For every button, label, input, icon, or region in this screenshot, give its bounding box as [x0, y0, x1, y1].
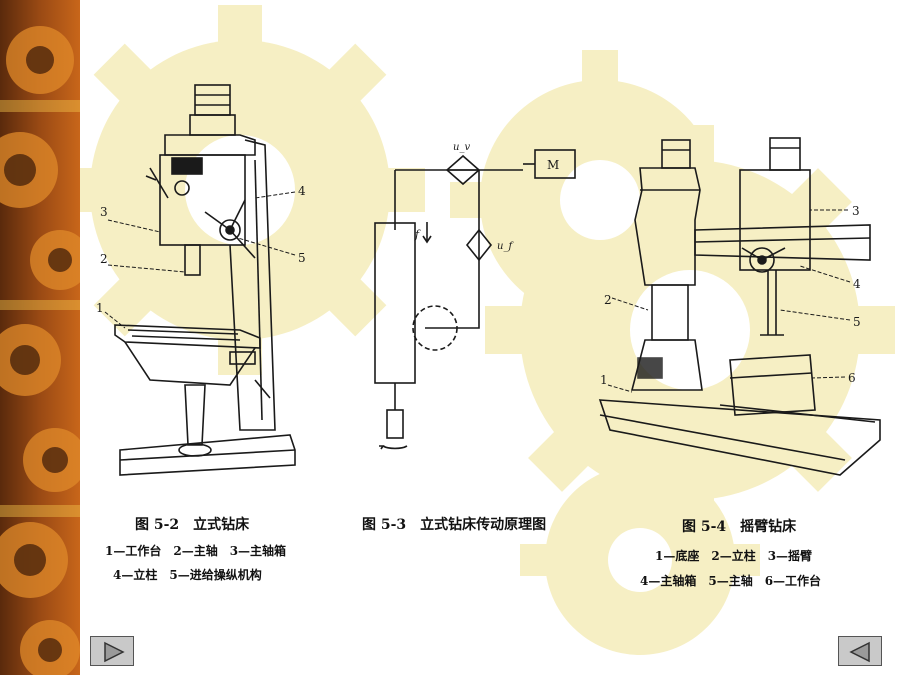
motor-label: M — [547, 158, 559, 172]
callout-1: 1 — [96, 301, 104, 315]
callout-4: 4 — [298, 184, 306, 198]
figure-5-4-title: 图 5-4 摇臂钻床 — [682, 519, 797, 535]
decorative-sidebar — [0, 0, 80, 675]
feed-label: f — [414, 228, 421, 241]
feed-chain-label: u_f — [497, 241, 514, 252]
figure-5-2-legend-line-2: 4—立柱 5—进给操纵机构 — [113, 568, 262, 582]
vertical-drill-press-diagram: 3 2 1 4 5 — [96, 84, 306, 476]
next-slide-button[interactable] — [90, 636, 134, 666]
callout-5: 5 — [853, 315, 861, 329]
figure-5-2-legend-line-1: 1—工作台 2—主轴 3—主轴箱 — [105, 544, 287, 558]
callout-3: 3 — [852, 204, 860, 218]
callout-1: 1 — [600, 373, 608, 387]
transmission-schematic-diagram: M u_v u_f f — [374, 142, 576, 450]
callout-3: 3 — [100, 205, 108, 219]
callout-5: 5 — [298, 251, 306, 265]
previous-slide-button[interactable] — [838, 636, 882, 666]
callout-2: 2 — [100, 252, 108, 266]
callout-6: 6 — [848, 371, 856, 385]
figure-5-4-legend-line-2: 4—主轴箱 5—主轴 6—工作台 — [640, 574, 822, 588]
triangle-right-icon — [104, 641, 125, 663]
speed-chain-label: u_v — [453, 142, 470, 153]
gear-watermark — [80, 5, 895, 655]
figure-5-2-title: 图 5-2 立式钻床 — [135, 517, 250, 533]
radial-drill-press-diagram: 2 1 3 4 5 6 — [598, 137, 881, 476]
callout-2: 2 — [604, 293, 612, 307]
triangle-left-icon — [849, 641, 870, 663]
figure-5-3-title: 图 5-3 立式钻床传动原理图 — [362, 517, 547, 533]
callout-4: 4 — [853, 277, 861, 291]
figure-5-4-legend-line-1: 1—底座 2—立柱 3—摇臂 — [655, 549, 813, 563]
